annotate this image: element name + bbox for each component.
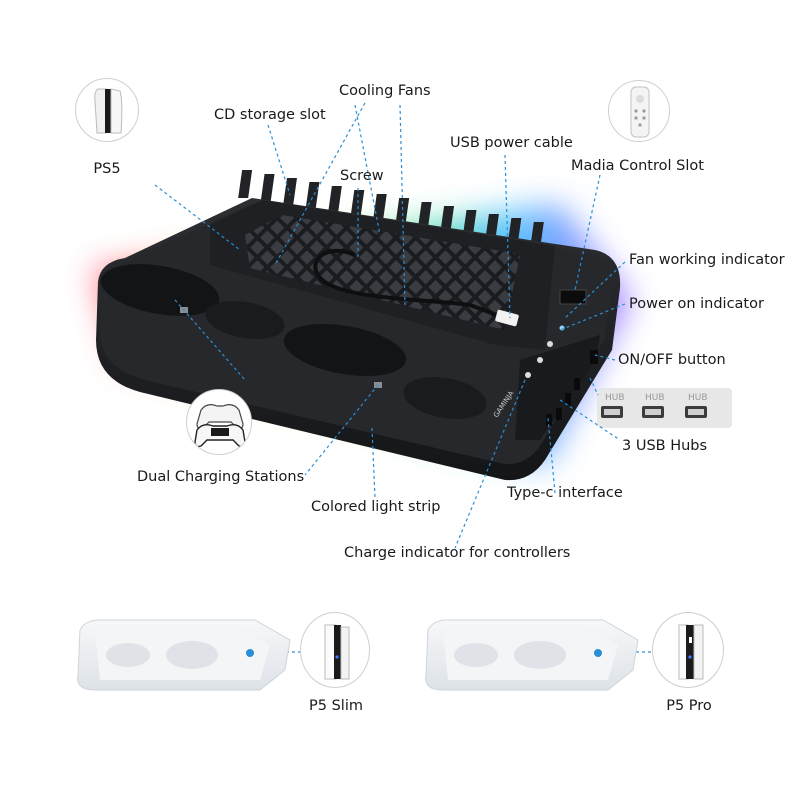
ps5-slim-inset [300,612,370,688]
label-colored-light-strip: Colored light strip [311,499,441,515]
label-media-control-slot: Madia Control Slot [571,158,704,174]
label-cd-storage-slot: CD storage slot [214,107,326,123]
pro-plate [425,619,639,691]
controllers-inset [186,389,252,455]
label-power-on-indicator: Power on indicator [629,296,764,312]
ps5-pro-icon [678,624,704,680]
hub-tag-label-1: HUB [605,393,625,403]
usb-plug [495,309,519,327]
usb-hub-tags: HUB HUB HUB [597,388,732,428]
stand-body: GAMINJA [96,198,621,481]
label-usb-power-cable: USB power cable [450,135,573,151]
label-cooling-fans: Cooling Fans [339,83,431,99]
label-usb-hubs: 3 USB Hubs [622,438,708,454]
media-remote-icon [630,86,650,138]
ps5-pro-inset [652,612,724,688]
label-type-c-interface: Type-c interface [507,485,623,501]
slim-plate [77,619,291,691]
label-on-off-button: ON/OFF button [618,352,726,368]
media-slot [559,289,587,305]
cradle-right [283,324,407,376]
label-charge-indicator: Charge indicator for controllers [344,545,571,561]
label-dual-charging-stations: Dual Charging Stations [137,469,305,485]
controller-icon [194,404,246,448]
ps5-slim-icon [324,624,350,680]
label-p5-slim: P5 Slim [309,698,363,714]
ps5-console-icon [94,88,123,134]
ps5-inset [75,78,139,142]
label-p5-pro: P5 Pro [666,698,712,714]
label-fan-working-indicator: Fan working indicator [629,252,785,268]
hub-tag-label-3: HUB [688,393,708,403]
media-remote-inset [608,80,670,142]
label-ps5: PS5 [93,161,121,177]
hub-tag-label-2: HUB [645,393,665,403]
label-screw: Screw [340,168,384,184]
cradle-left [100,264,220,316]
usb-cable [313,248,506,320]
